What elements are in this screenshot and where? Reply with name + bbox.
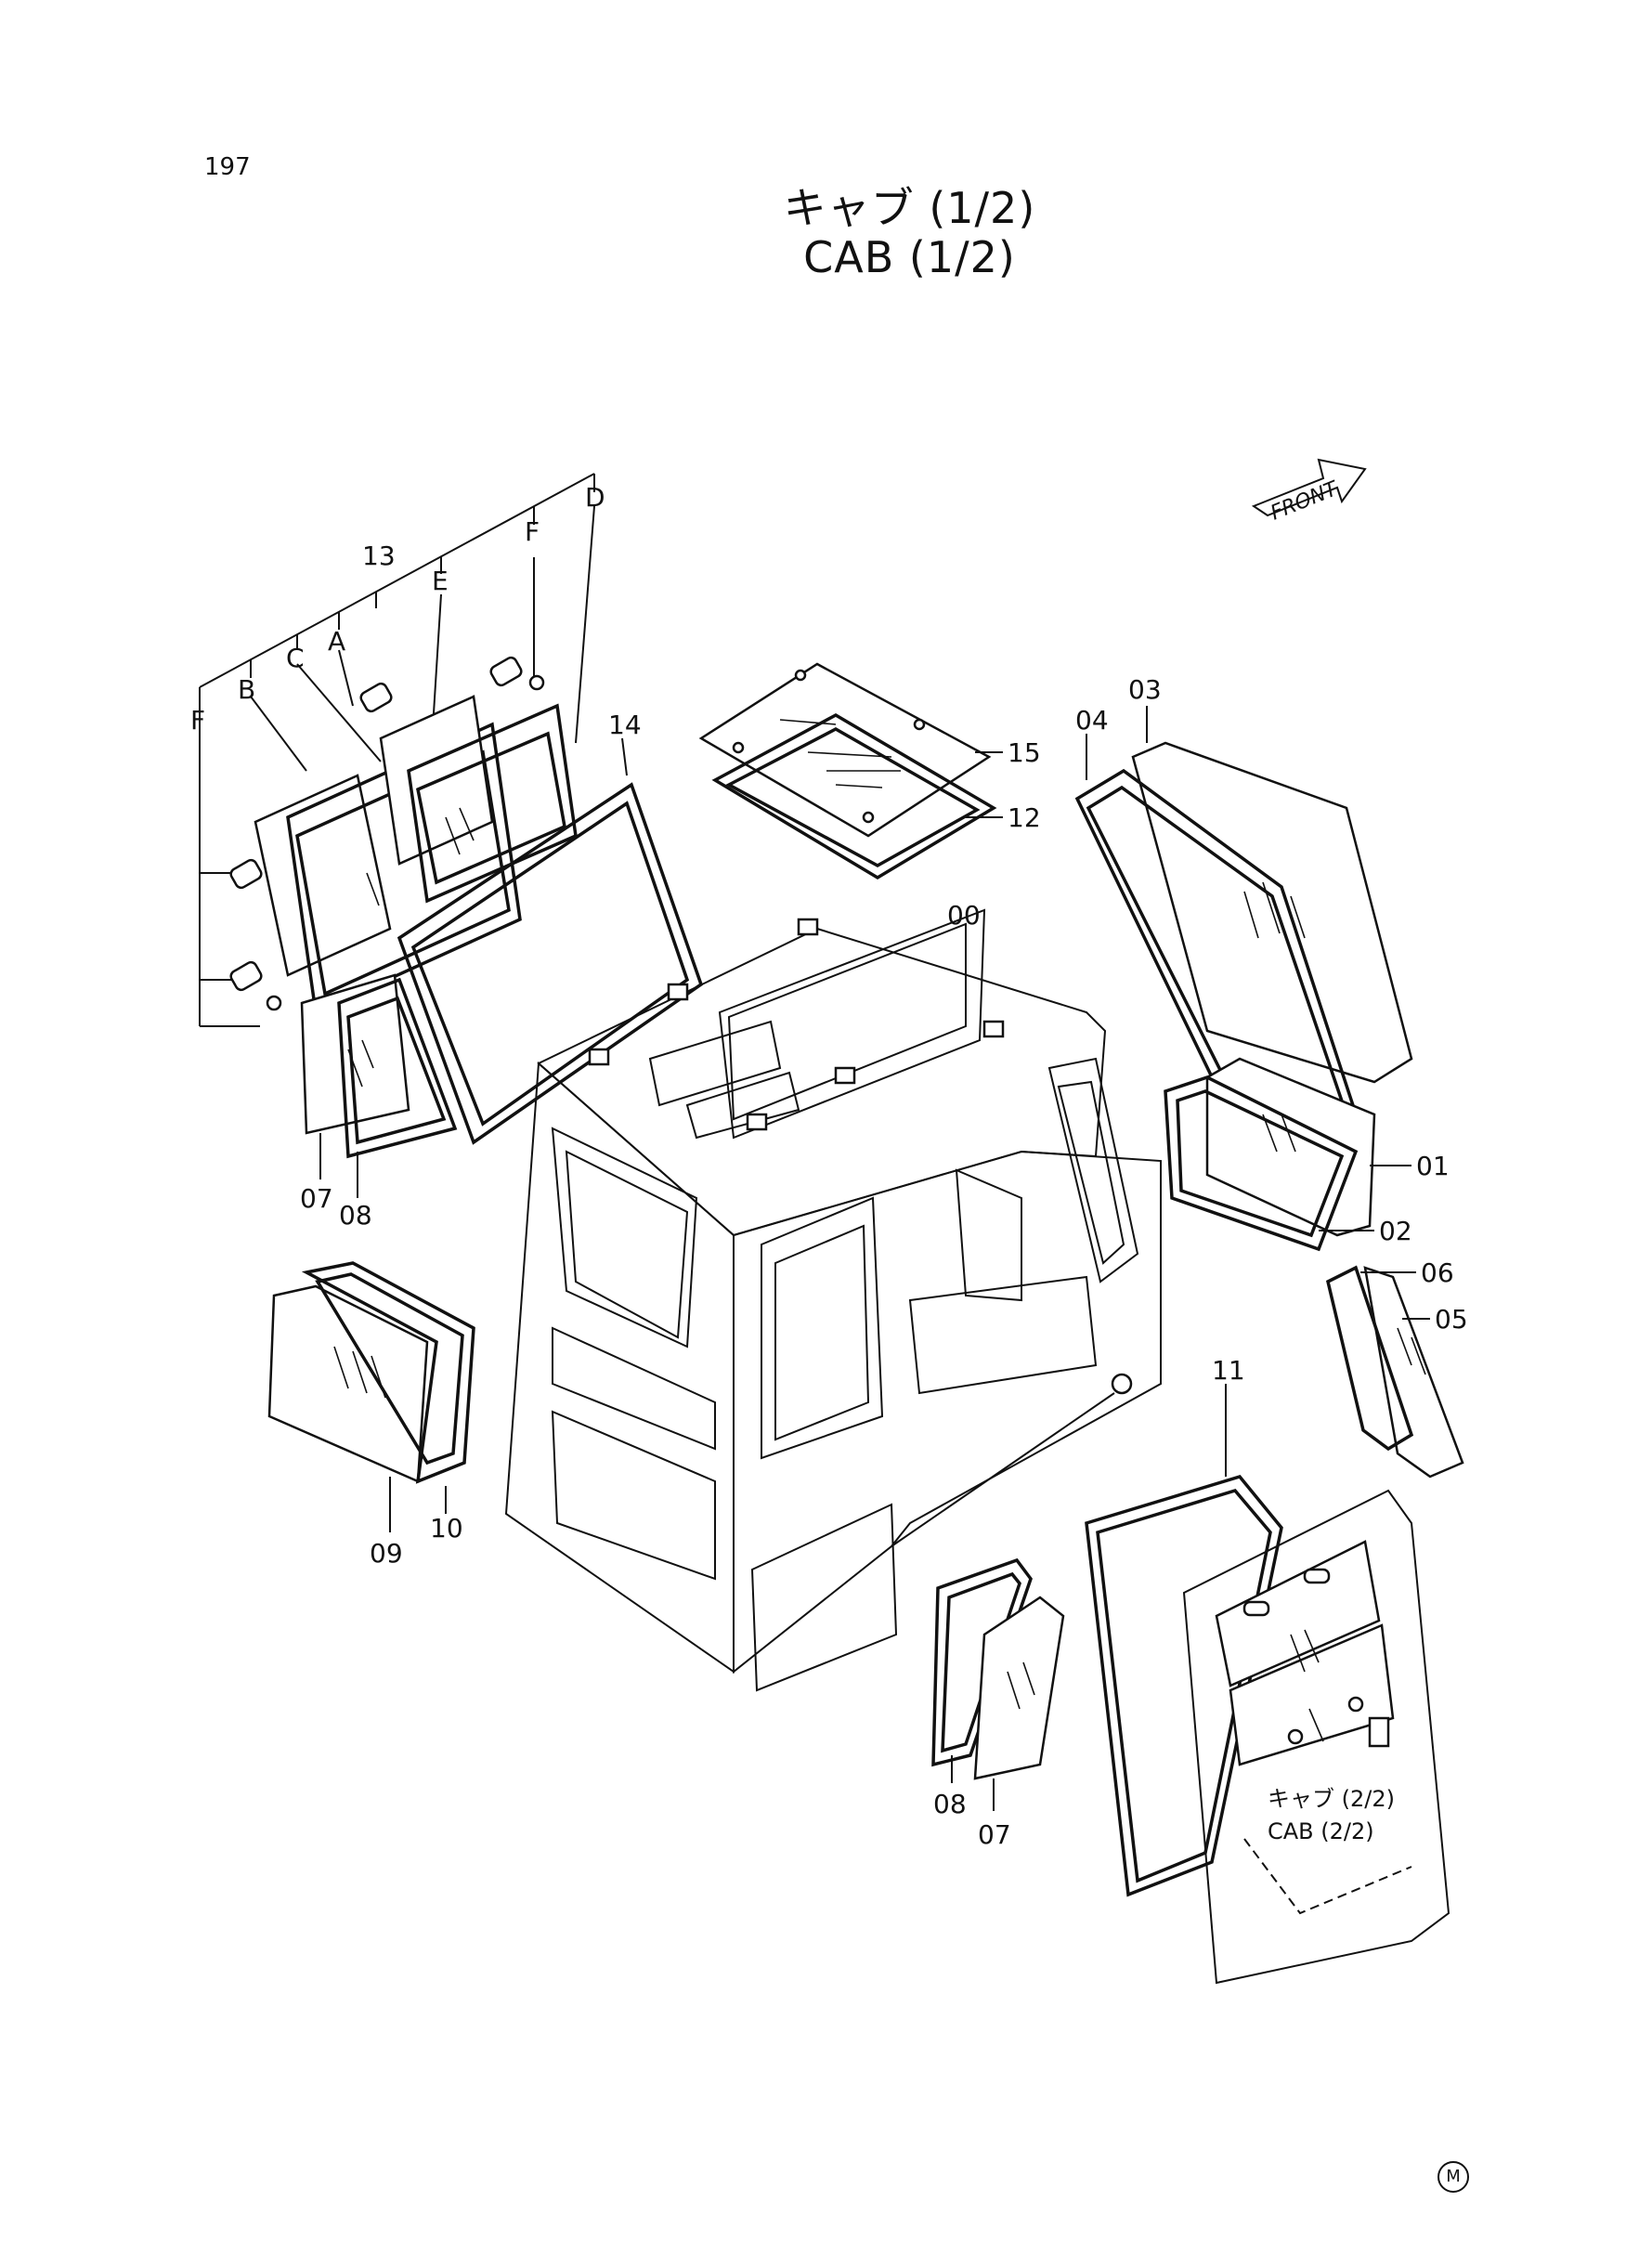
label-b: B (238, 674, 255, 705)
label-d: D (585, 482, 605, 513)
label-f-top: F (525, 516, 540, 547)
reference-cab-2-en: CAB (2/2) (1268, 1818, 1374, 1844)
maker-mark-icon: M (1437, 2161, 1469, 2193)
left-quarter-glass (300, 973, 458, 1159)
latch-hardware-group (229, 656, 545, 1011)
title-english: CAB (1/2) (803, 232, 1016, 282)
callout-02: 02 (1379, 1216, 1412, 1246)
reference-cab-2-jp: キャブ (2/2) (1268, 1786, 1395, 1812)
callout-11: 11 (1212, 1355, 1245, 1386)
front-arrow-icon: FRONT (1251, 458, 1367, 526)
callout-08-left: 08 (339, 1200, 372, 1231)
left-side-glass (267, 1261, 475, 1484)
callout-00: 00 (947, 900, 981, 931)
roof-hatch-glass (698, 662, 997, 880)
callout-14: 14 (608, 710, 642, 740)
title-japanese: キャブ (1/2) (783, 183, 1036, 233)
callout-07-bottom: 07 (978, 1819, 1011, 1850)
right-side-upper-glass (1074, 741, 1413, 1145)
callout-05: 05 (1435, 1304, 1468, 1335)
label-e: E (432, 566, 449, 596)
part-13-leader-tree (199, 473, 595, 1027)
callout-13: 13 (362, 541, 396, 571)
callout-07-left: 07 (300, 1183, 333, 1214)
page-number: 197 (204, 153, 251, 181)
door-assembly (1085, 1474, 1450, 1985)
label-c: C (286, 643, 305, 673)
label-f-left: F (190, 705, 205, 736)
rear-window-assembly (254, 695, 704, 1145)
callout-06: 06 (1421, 1257, 1454, 1288)
callout-03: 03 (1128, 674, 1162, 705)
callout-15: 15 (1008, 737, 1041, 768)
cab-body (504, 908, 1162, 1692)
label-a: A (328, 626, 345, 657)
callout-12: 12 (1008, 802, 1041, 833)
front-label: FRONT (1268, 477, 1342, 526)
callout-04: 04 (1075, 705, 1109, 736)
callout-01: 01 (1416, 1151, 1450, 1181)
right-lower-glass (1164, 1057, 1376, 1252)
callout-10: 10 (430, 1513, 463, 1544)
right-narrow-glass (1325, 1265, 1464, 1479)
callout-08-bottom: 08 (933, 1789, 967, 1819)
callout-09: 09 (370, 1538, 403, 1569)
front-quarter-glass (931, 1557, 1065, 1780)
